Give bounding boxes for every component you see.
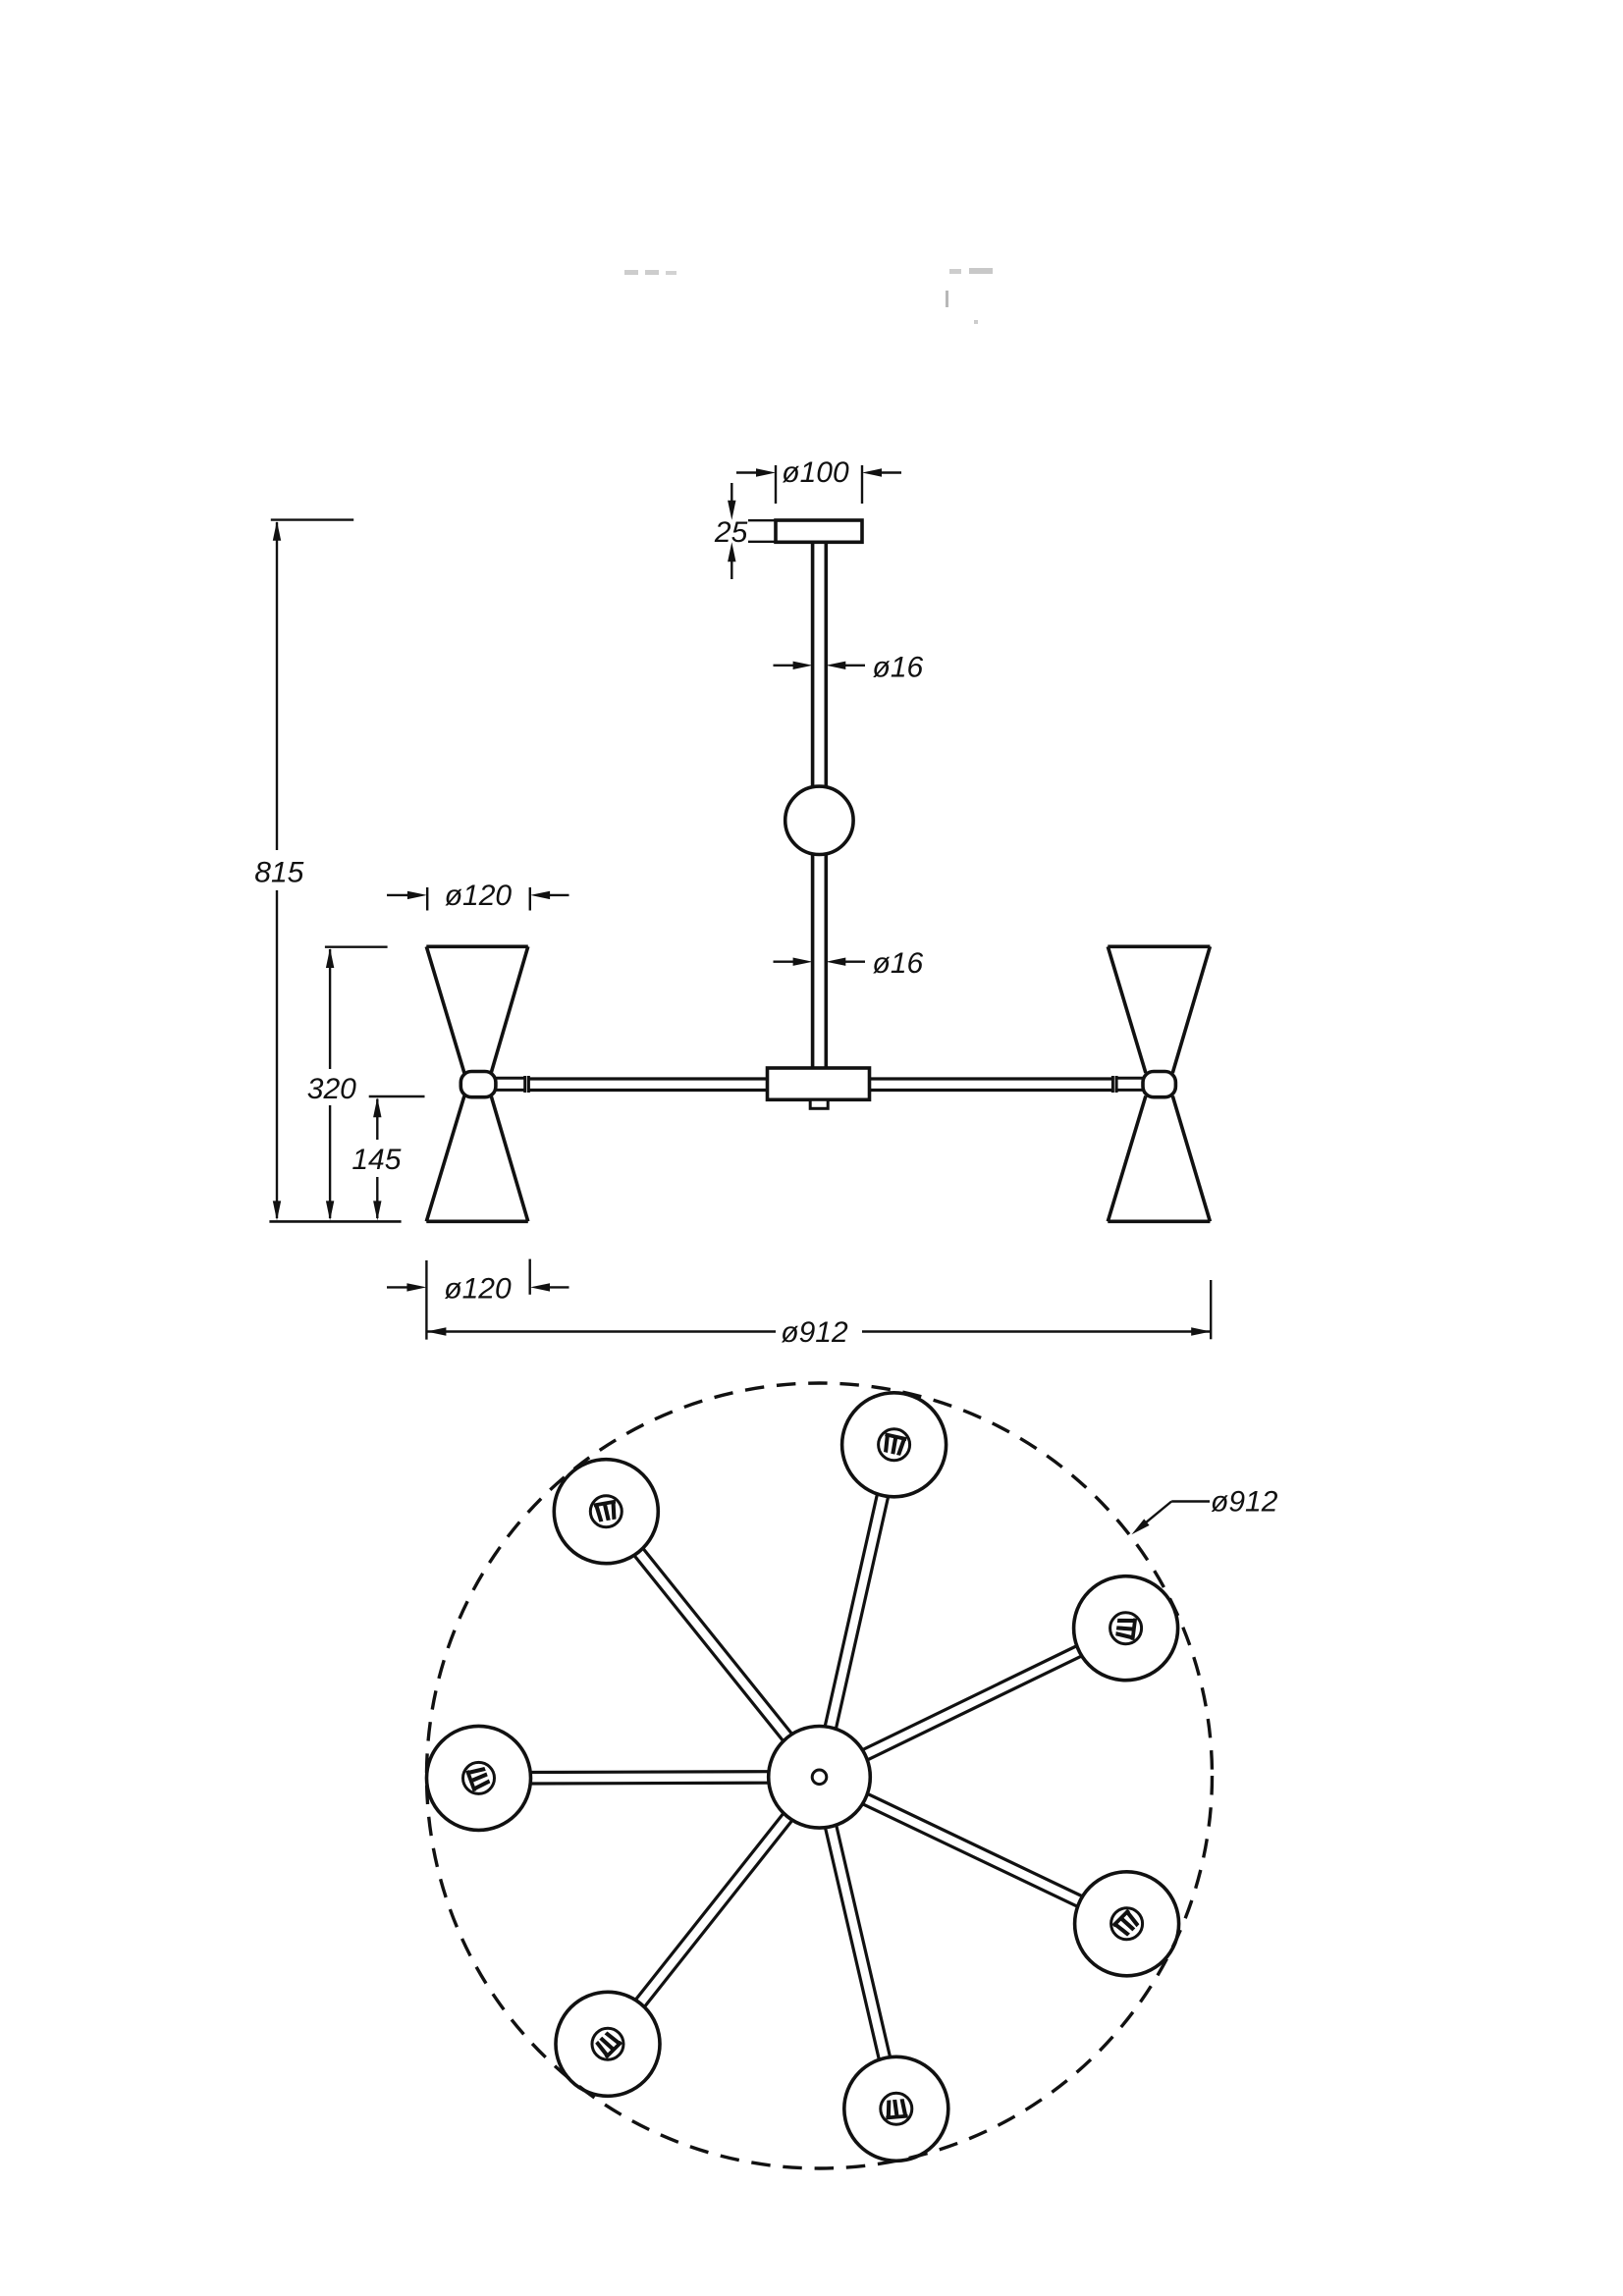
svg-text:ø912: ø912 bbox=[1211, 1486, 1278, 1519]
svg-text:ø16: ø16 bbox=[873, 651, 924, 683]
svg-text:ø912: ø912 bbox=[781, 1316, 848, 1349]
svg-text:ø120: ø120 bbox=[445, 880, 513, 912]
svg-text:815: 815 bbox=[254, 856, 303, 888]
svg-text:145: 145 bbox=[352, 1144, 401, 1176]
svg-text:ø16: ø16 bbox=[873, 947, 924, 980]
svg-text:ø100: ø100 bbox=[782, 456, 849, 489]
svg-text:ø120: ø120 bbox=[444, 1272, 512, 1305]
svg-text:320: 320 bbox=[307, 1073, 356, 1105]
svg-text:25: 25 bbox=[714, 516, 748, 549]
